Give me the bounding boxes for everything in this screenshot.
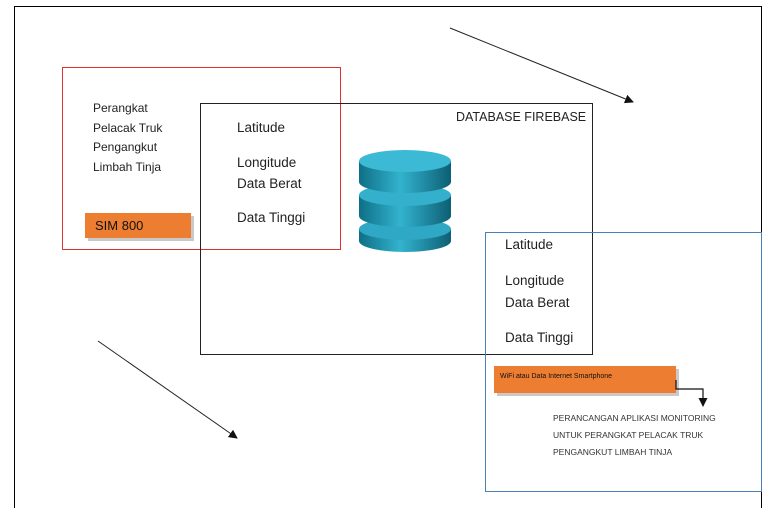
db-field-longitude: Longitude bbox=[237, 155, 297, 170]
app-field-longitude: Longitude bbox=[505, 273, 565, 288]
db-field-data-berat: Data Berat bbox=[237, 176, 302, 191]
app-field-data-tinggi: Data Tinggi bbox=[505, 330, 574, 345]
device-line-2: Pelacak Truk bbox=[93, 120, 163, 135]
db-field-data-tinggi: Data Tinggi bbox=[237, 210, 306, 225]
app-description-line-3: PENGANGKUT LIMBAH TINJA bbox=[553, 447, 673, 457]
database-icon bbox=[359, 150, 451, 252]
device-box bbox=[62, 67, 341, 250]
app-description-line-2: UNTUK PERANGKAT PELACAK TRUK bbox=[553, 430, 704, 440]
sim800-module: SIM 800 bbox=[85, 213, 191, 238]
database-title: DATABASE FIREBASE bbox=[456, 110, 587, 124]
device-label: Perangkat Pelacak Truk Pengangkut Limbah… bbox=[93, 99, 162, 177]
app-description: PERANCANGAN APLIKASI MONITORING UNTUK PE… bbox=[553, 410, 716, 461]
wifi-module: WiFi atau Data Internet Smartphone bbox=[494, 366, 676, 393]
app-field-latitude: Latitude bbox=[505, 237, 554, 252]
device-line-4: Limbah Tinja bbox=[93, 159, 162, 174]
database-box bbox=[200, 103, 593, 355]
connector-arrow bbox=[675, 380, 708, 407]
arrow-to-bottom bbox=[97, 340, 238, 439]
app-box bbox=[485, 232, 762, 492]
app-description-line-1: PERANCANGAN APLIKASI MONITORING bbox=[553, 413, 716, 423]
app-field-data-berat: Data Berat bbox=[505, 295, 570, 310]
device-line-3: Pengangkut bbox=[93, 140, 158, 154]
device-line-1: Perangkat bbox=[93, 101, 148, 115]
arrow-to-app bbox=[449, 27, 634, 104]
db-field-latitude: Latitude bbox=[237, 120, 286, 135]
